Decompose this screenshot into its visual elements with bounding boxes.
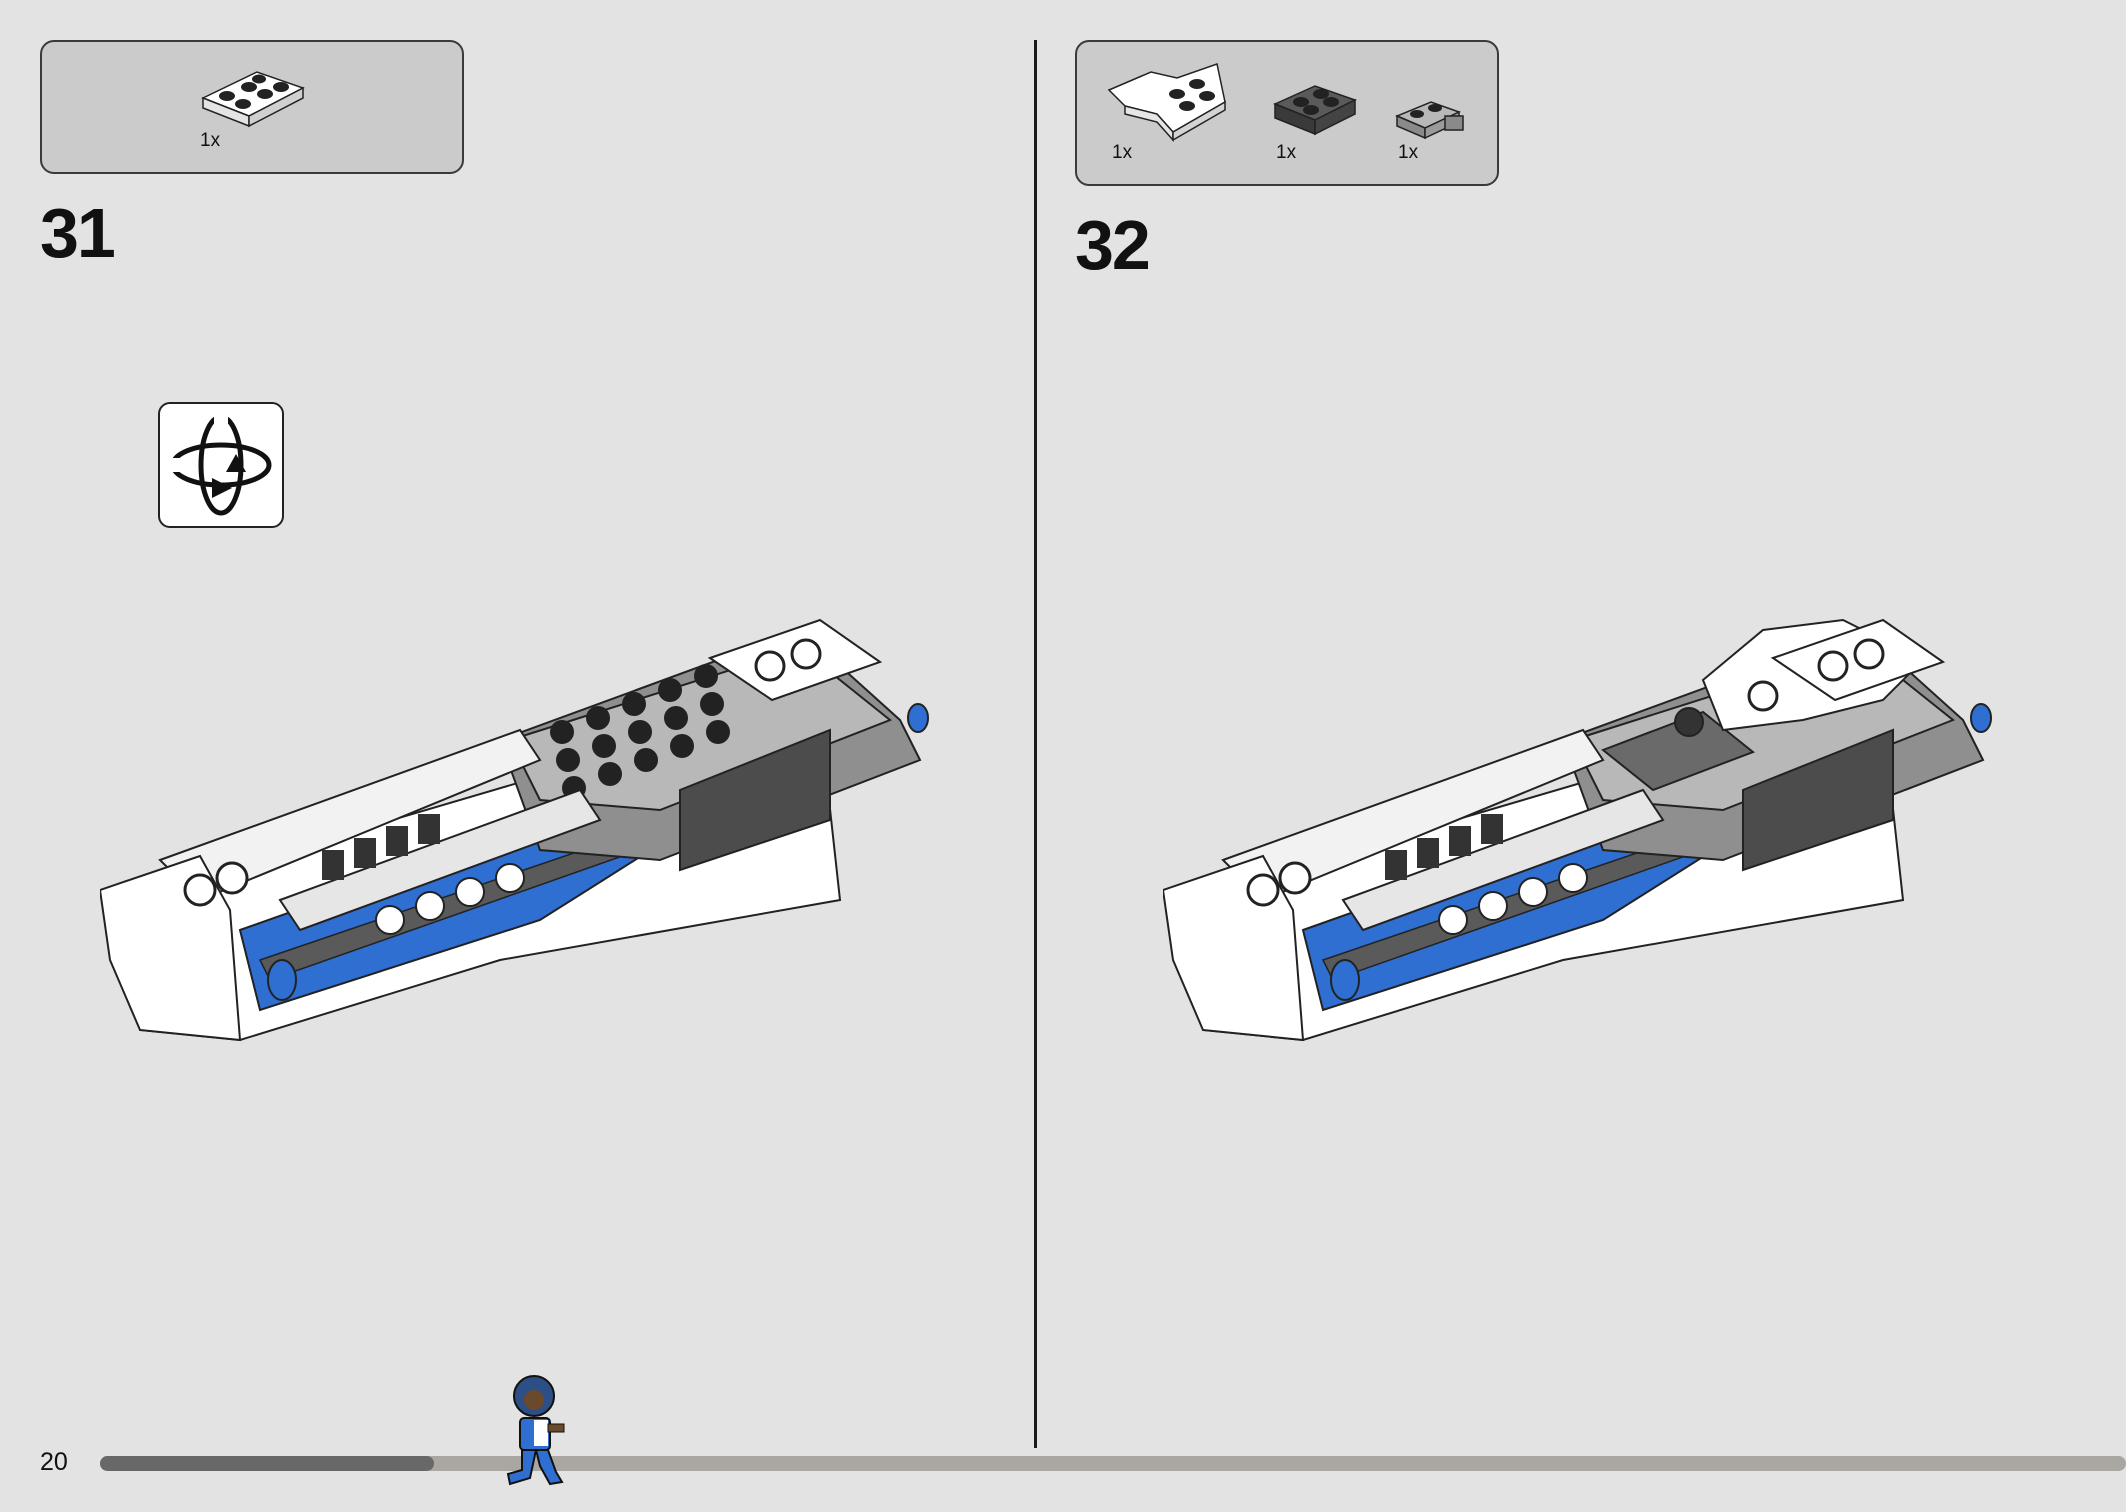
step-32-model-illustration [1163,618,1992,1042]
step-32-parts-callout: 1x 1x 1x [1075,40,1499,186]
part-qty: 1x [1112,142,1133,163]
build-progress-fill [100,1456,435,1471]
white-wedge-plate-icon [1107,63,1226,142]
page-divider [1034,40,1037,1448]
part-qty: 1x [1276,142,1297,163]
part-qty: 1x [1398,142,1419,163]
minifigure-progress-marker-icon [506,1375,565,1486]
gray-plate-with-clip-icon [1395,101,1464,140]
white-2x4-plate-icon [201,71,305,128]
step-number: 31 [40,194,116,272]
dark-gray-2x2-plate-icon [1273,85,1357,136]
page-number: 20 [40,1448,68,1476]
step-number: 32 [1075,206,1151,284]
build-progress-bar [100,1456,2126,1471]
rotate-model-icon [158,402,284,528]
step-31-model-illustration [100,618,929,1042]
step-31-parts-callout: 1x [40,40,464,174]
part-qty: 1x [200,130,221,151]
